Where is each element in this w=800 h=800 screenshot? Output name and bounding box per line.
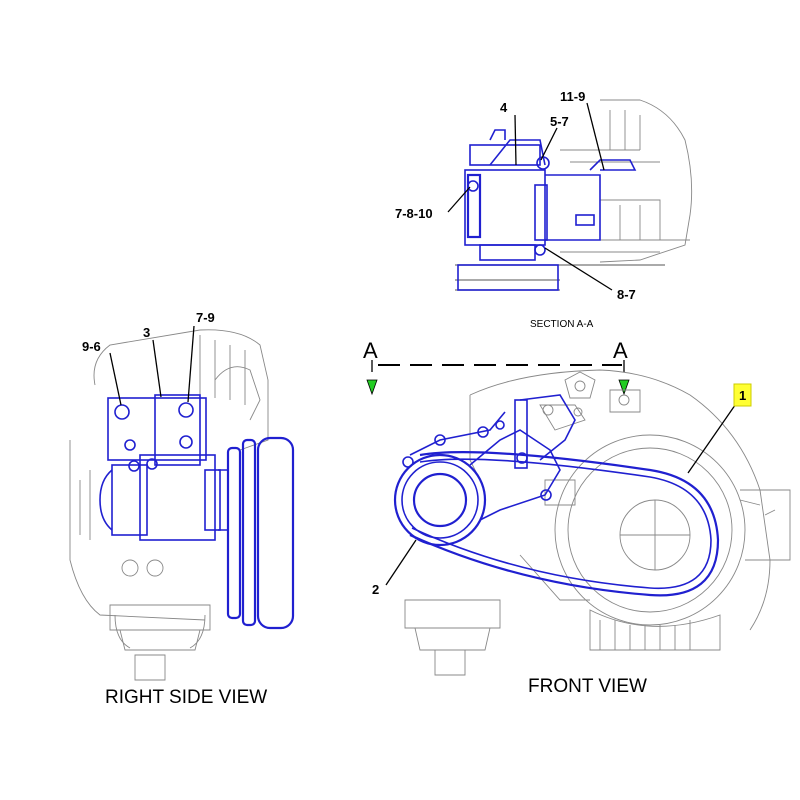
section-marker-left: A [363,338,378,363]
drive-belt [409,451,720,597]
callout-5-7[interactable]: 5-7 [550,114,569,129]
callout-1[interactable]: 1 [739,388,746,403]
right-side-view [69,329,295,681]
callout-4[interactable]: 4 [500,100,508,115]
section-a-a-view [455,99,693,291]
callout-7-8-10[interactable]: 7-8-10 [395,206,433,221]
right-side-view-title: RIGHT SIDE VIEW [105,687,267,708]
section-arrow-left-icon [366,379,378,396]
callouts: 4 11-9 5-7 7-8-10 8-7 9-6 3 7-9 1 2 [82,89,752,597]
leader-lines [109,102,741,586]
section-arrow-right-icon [618,379,630,396]
callout-2[interactable]: 2 [372,582,379,597]
section-marker-right: A [613,338,628,363]
section-a-a-title: SECTION A-A [530,319,594,330]
callout-11-9[interactable]: 11-9 [560,89,585,104]
callout-1-highlight [733,383,752,407]
front-view [366,360,791,676]
callout-9-6[interactable]: 9-6 [82,339,101,354]
callout-7-9[interactable]: 7-9 [196,310,215,325]
callout-8-7[interactable]: 8-7 [617,287,636,302]
compressor-assembly [393,394,576,547]
callout-3[interactable]: 3 [143,325,150,340]
front-view-title: FRONT VIEW [528,676,647,697]
